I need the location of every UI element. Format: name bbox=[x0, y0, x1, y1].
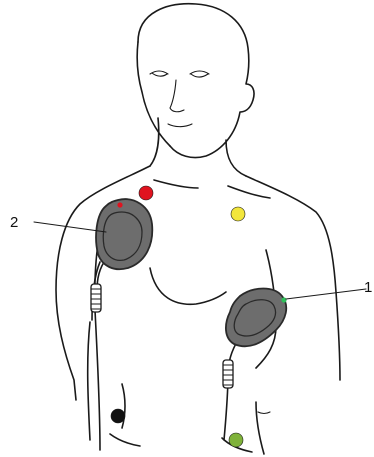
head-outline bbox=[137, 4, 254, 158]
pad-upper-indicator bbox=[117, 202, 122, 207]
callout-2: 2 bbox=[10, 214, 106, 232]
red-electrode bbox=[139, 186, 153, 200]
yellow-electrode bbox=[231, 207, 245, 221]
pad-lower-indicator bbox=[281, 297, 286, 302]
callout-1-label: 1 bbox=[364, 279, 372, 296]
black-electrode bbox=[111, 409, 125, 423]
pad-cable-coil bbox=[91, 284, 101, 312]
defibrillator-pad-upper bbox=[88, 199, 153, 440]
defibrillator-pad-lower bbox=[223, 289, 287, 441]
neck bbox=[150, 118, 246, 176]
face bbox=[150, 71, 209, 127]
green-electrode bbox=[229, 433, 243, 447]
pad-upper-body bbox=[96, 199, 152, 269]
callout-1: 1 bbox=[286, 279, 372, 299]
pad-lower-body bbox=[226, 289, 286, 347]
callout-2-label: 2 bbox=[10, 214, 18, 231]
pad-cable-coil bbox=[223, 360, 233, 388]
